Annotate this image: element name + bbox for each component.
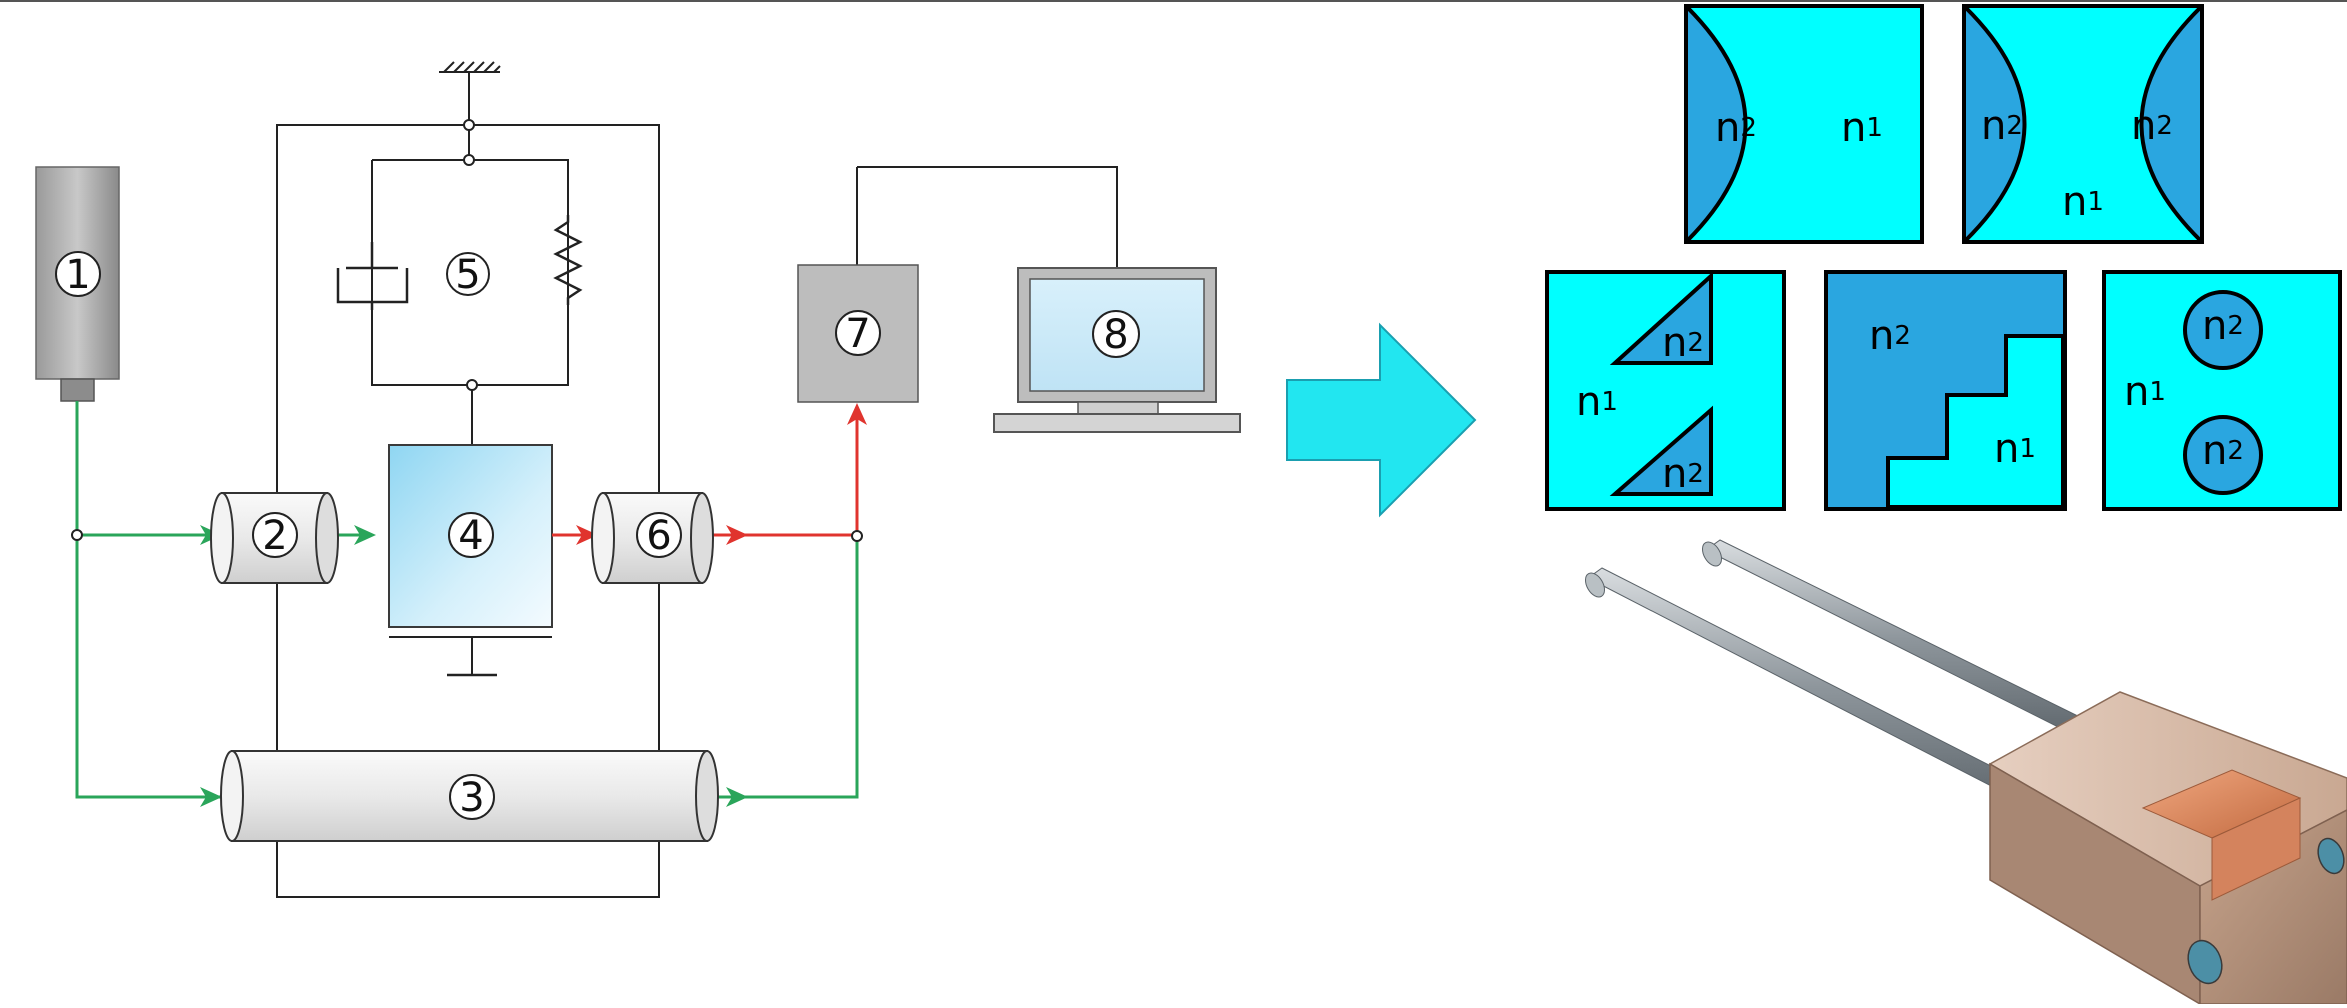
svg-text:n2: n2 [1662, 320, 1704, 366]
svg-text:n1: n1 [1994, 426, 2036, 472]
svg-text:n2: n2 [1715, 105, 1757, 151]
index-panel-5: n2 n1 n2 [2102, 270, 2342, 511]
red-combine-node [851, 530, 863, 542]
svg-text:n2: n2 [2202, 303, 2244, 349]
svg-text:7: 7 [845, 311, 870, 357]
svg-text:5: 5 [455, 252, 480, 298]
svg-text:3: 3 [459, 775, 484, 821]
lens-2: 2 [210, 492, 339, 584]
index-panel-3: n2 n1 n2 [1545, 270, 1786, 511]
svg-text:n2: n2 [1662, 451, 1704, 497]
dashpot-icon [336, 242, 409, 310]
red-arrowheads [576, 403, 867, 545]
detector-7: 7 [797, 264, 919, 403]
svg-text:4: 4 [458, 513, 483, 559]
svg-text:n2: n2 [1869, 313, 1911, 359]
right-arrow-icon [1286, 322, 1477, 518]
svg-text:8: 8 [1103, 312, 1128, 358]
svg-text:n1: n1 [1576, 379, 1618, 425]
ground-icon [439, 61, 501, 73]
reference-cylinder-3: 3 [220, 750, 719, 842]
svg-text:n2: n2 [2202, 428, 2244, 474]
sample-4: 4 [388, 444, 553, 677]
svg-text:n1: n1 [2124, 369, 2166, 415]
svg-text:n2: n2 [2131, 103, 2173, 149]
svg-text:n2: n2 [1981, 103, 2023, 149]
lens-6: 6 [591, 492, 714, 584]
svg-text:1: 1 [65, 252, 90, 298]
laptop-icon: 8 [993, 267, 1241, 433]
schematic: 5 4 1 [35, 61, 1241, 898]
index-panels: n2 n1 n2 n2 n1 n2 n1 [1545, 4, 2342, 511]
svg-text:2: 2 [262, 513, 287, 559]
probe-3d-icon [1585, 539, 2347, 1006]
index-panel-1: n2 n1 [1684, 4, 1924, 244]
svg-text:6: 6 [646, 513, 671, 559]
laser-source-1: 1 [35, 166, 120, 402]
junction-nodes [463, 119, 478, 391]
top-border [0, 0, 2347, 2]
spring-icon [553, 215, 583, 305]
green-split-node [71, 529, 83, 541]
index-panel-2: n2 n2 n1 [1962, 4, 2204, 244]
svg-text:n1: n1 [2062, 179, 2104, 225]
index-panel-4: n2 n1 [1824, 270, 2067, 511]
component-5-label: 5 [446, 252, 490, 298]
svg-text:n1: n1 [1841, 105, 1883, 151]
